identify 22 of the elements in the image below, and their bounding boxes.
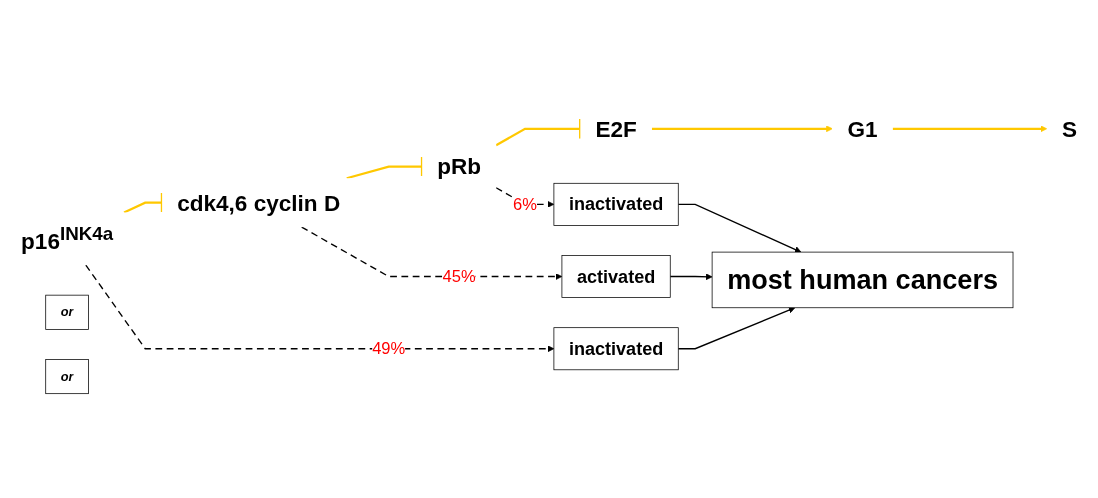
node-box: or [45,359,89,395]
node-box: or [45,294,89,330]
arrow [301,226,563,280]
node-box: inactivated [553,327,679,371]
connector [346,155,424,180]
edge-label: 45% [442,267,476,286]
connector [123,191,164,214]
node-box: most human cancers [711,251,1014,309]
arrow [677,306,796,350]
arrow [651,125,833,133]
node-box: inactivated [553,182,679,226]
arrow [892,125,1048,133]
arrow [677,203,802,253]
node-box: activated [561,255,671,298]
arrow [669,273,713,281]
node-text: p16$^{INK4a}$ [21,222,114,254]
node-text: cdk4,6 cyclin D [177,190,341,216]
node-text: G1 [847,116,878,142]
arrow [85,264,555,353]
edge-label: 49% [372,339,406,359]
node-text: S [1061,116,1077,142]
edge-label: 6% [513,194,537,214]
